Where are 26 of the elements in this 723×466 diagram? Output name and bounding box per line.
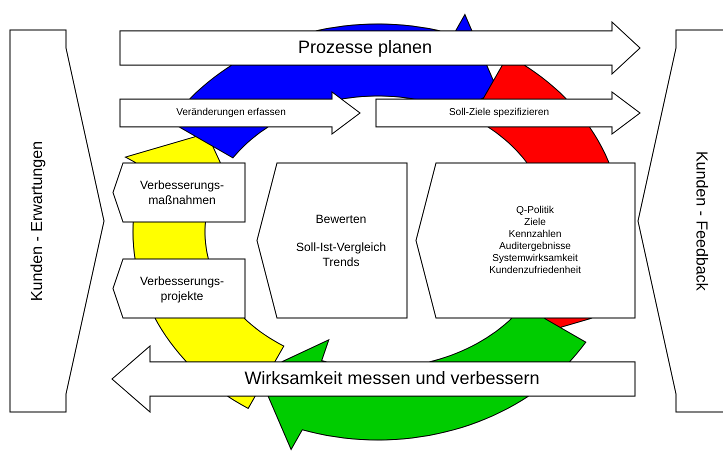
- chevron-box: [113, 259, 245, 318]
- process-banner: [112, 346, 635, 412]
- process-banner: [120, 92, 360, 134]
- box-text: Kennzahlen: [508, 228, 562, 240]
- box-text: Verbesserungs- projekte: [138, 274, 226, 303]
- box-text: Kundenzufriedenheit: [489, 264, 581, 276]
- banner-text: Prozesse planen: [298, 37, 432, 59]
- chevron-box: [113, 163, 245, 222]
- box-text: Ziele: [524, 216, 546, 228]
- chevron-box: [257, 163, 407, 318]
- banner-text: Veränderungen erfassen: [176, 107, 286, 119]
- rotated-label: Kunden - Erwartungen: [28, 140, 48, 302]
- box-text: Systemwirksamkeit: [492, 252, 578, 264]
- box-text: Soll-Ist-Vergleich Trends: [294, 240, 388, 270]
- feedback-arrow: [638, 30, 723, 412]
- process-banner: [120, 22, 640, 74]
- box-text: Bewerten: [314, 212, 368, 226]
- rotated-label: Kunden - Feedback: [692, 151, 711, 291]
- banner-text: Wirksamkeit messen und verbessern: [244, 368, 540, 390]
- process-banner: [376, 92, 640, 134]
- chevron-box: [416, 163, 635, 318]
- box-text: Q-Politik: [516, 204, 554, 216]
- box-text: Verbesserungs- maßnahmen: [138, 178, 226, 207]
- customer-input-arrow: [10, 30, 105, 412]
- box-text: Auditergebnisse: [499, 240, 571, 252]
- banner-text: Soll-Ziele spezifizieren: [448, 107, 550, 119]
